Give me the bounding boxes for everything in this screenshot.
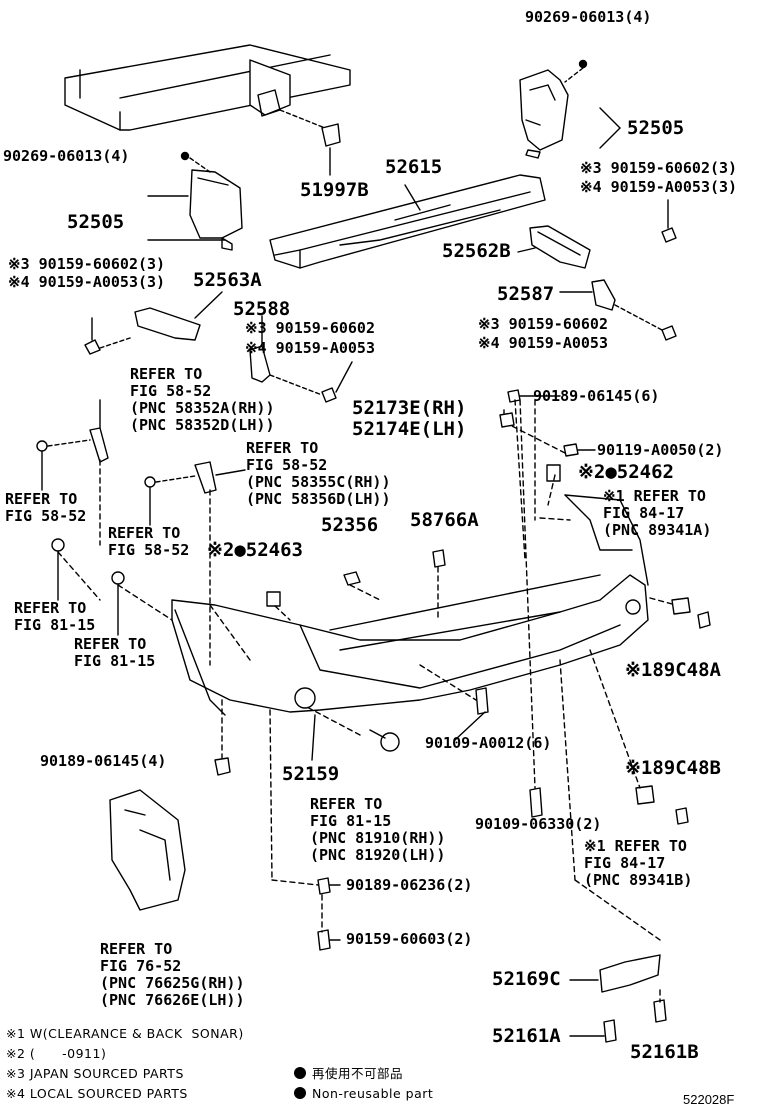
dashed-leaders [57,399,673,1003]
label-51997b: 51997B [300,179,369,201]
bracket-51997b [321,123,341,147]
label-52173e-52174e: 52173E(RH) 52174E(LH) [352,397,467,440]
nonreusable-dot-icon [294,1087,306,1099]
bracket-52588 [249,345,271,383]
nut-right [578,59,588,69]
legend-nonreusable-jp: 再使用不可部品 [294,1065,403,1082]
label-89c48b: ※189C48B [625,757,721,779]
label-90269-06013-right: 90269-06013(4) [525,8,652,26]
legend-note-3: ※3 JAPAN SOURCED PARTS [6,1066,184,1081]
label-90189-06145-4: 90189-06145(4) [40,752,167,770]
label-52615: 52615 [385,156,443,178]
legend-nonreusable-en: Non-reusable part [294,1085,433,1102]
bracket-52169c [599,954,661,993]
label-90159-a0053-3-left: ※4 90159-A0053(3) [8,273,166,291]
legend-note-2: ※2 ( -0911) [6,1046,107,1061]
label-refer-fig-84-17-a: ※1 REFER TO FIG 84-17 (PNC 89341A) [603,487,712,539]
label-52562b: 52562B [442,240,511,262]
label-90269-06013-left: 90269-06013(4) [3,147,130,165]
nonreusable-dot-icon [294,1067,306,1079]
label-52462: ※2●52462 [578,461,674,483]
label-refer-fig-84-17-b: ※1 REFER TO FIG 84-17 (PNC 89341B) [584,837,693,889]
label-refer-fig-81-15-b: REFER TO FIG 81-15 [74,635,156,670]
bolt-left [84,317,131,355]
label-52356: 52356 [321,514,379,536]
legend-nonreusable-jp-text: 再使用不可部品 [312,1066,404,1081]
bumper-cover-52159 [171,494,649,716]
label-52588: 52588 [233,298,291,320]
mud-flap [109,789,186,911]
bolt-right [661,199,677,243]
label-52563a: 52563A [193,269,262,291]
label-52169c: 52169C [492,968,561,990]
label-90159-60602-3-left: ※3 90159-60602(3) [8,255,166,273]
label-52161a: 52161A [492,1025,561,1047]
reinforcement-52615 [269,174,546,269]
label-90159-a0053-right: ※4 90159-A0053 [478,334,608,352]
bracket-52563a [134,307,201,341]
label-refer-fig-81-15-c: REFER TO FIG 81-15 (PNC 81910(RH)) (PNC … [310,795,446,864]
pad-52463 [266,591,281,607]
label-90159-a0053-center: ※4 90159-A0053 [245,339,375,357]
label-58766a: 58766A [410,509,479,531]
label-90109-a0012: 90109-A0012(6) [425,734,552,752]
rear-crossmember [64,44,351,131]
label-52463: ※2●52463 [207,539,303,561]
label-89c48a: ※189C48A [625,659,721,681]
label-90159-a0053-3-right: ※4 90159-A0053(3) [580,178,738,196]
legend-note-1: ※1 W(CLEARANCE & BACK SONAR) [6,1026,244,1041]
legend-nonreusable-en-text: Non-reusable part [312,1086,434,1101]
label-refer-fig-58-52-a: REFER TO FIG 58-52 (PNC 58352A(RH)) (PNC… [130,365,275,434]
label-52159: 52159 [282,763,340,785]
figure-code: 522028F [683,1092,735,1107]
label-90189-06145-6: 90189-06145(6) [533,387,660,405]
label-90189-06236: 90189-06236(2) [346,876,473,894]
label-90159-60603: 90159-60603(2) [346,930,473,948]
label-90159-60602-3-right: ※3 90159-60602(3) [580,159,738,177]
label-refer-fig-81-15-a: REFER TO FIG 81-15 [14,599,96,634]
label-90109-06330: 90109-06330(2) [475,815,602,833]
pad-52462 [546,464,561,482]
label-refer-fig-58-52-b: REFER TO FIG 58-52 (PNC 58355C(RH)) (PNC… [246,439,391,508]
label-90119-a0050: 90119-A0050(2) [597,441,724,459]
bracket-52587 [591,279,616,311]
label-52161b: 52161B [630,1041,699,1063]
label-52505-left: 52505 [67,211,125,233]
mudguard-right [519,69,569,159]
label-90159-60602-center: ※3 90159-60602 [245,319,375,337]
label-refer-fig-76-52: REFER TO FIG 76-52 (PNC 76625G(RH)) (PNC… [100,940,245,1009]
legend-note-4: ※4 LOCAL SOURCED PARTS [6,1086,188,1101]
label-90159-60602-right: ※3 90159-60602 [478,315,608,333]
label-52505-right: 52505 [627,117,685,139]
label-refer-fig-58-52-d: REFER TO FIG 58-52 [108,524,190,559]
nut-left [180,151,190,161]
label-52587: 52587 [497,283,555,305]
mudguard-left [189,169,243,251]
label-refer-fig-58-52-c: REFER TO FIG 58-52 [5,490,87,525]
